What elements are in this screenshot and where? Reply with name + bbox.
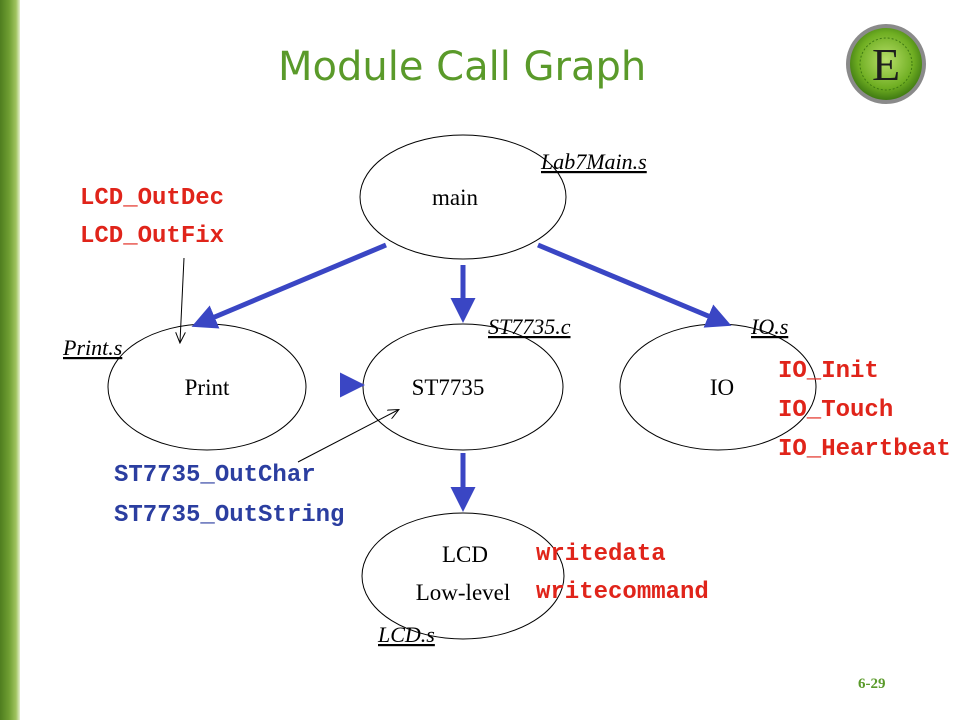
edge-main-to-print <box>191 242 387 329</box>
file-label-lcd: LCD.s <box>377 622 435 647</box>
file-label-main: Lab7Main.s <box>540 149 647 174</box>
pointer-print-functions <box>180 257 184 342</box>
node-main-label: main <box>432 185 478 210</box>
node-io-label: IO <box>710 375 734 400</box>
node-lcd <box>361 512 565 640</box>
function-st7735-2: ST7735_OutString <box>114 502 344 529</box>
left-accent-bar <box>0 0 20 720</box>
edge-main-to-io <box>537 242 732 328</box>
function-io-2: IO_Touch <box>778 397 893 424</box>
node-print-label: Print <box>185 375 230 400</box>
node-main <box>359 134 567 260</box>
file-label-print: Print.s <box>62 335 122 360</box>
pointer-st7735-functions <box>297 410 398 463</box>
slide-page-number: 6-29 <box>858 676 886 692</box>
function-st7735-1: ST7735_OutChar <box>114 462 316 489</box>
node-lcd-label-line2: Low-level <box>416 580 511 605</box>
file-label-io: IO.s <box>750 314 788 339</box>
node-st7735-label: ST7735 <box>412 375 485 400</box>
slide-title: Module Call Graph <box>278 44 647 90</box>
file-label-st7735: ST7735.c <box>488 314 571 339</box>
function-io-3: IO_Heartbeat <box>778 436 951 463</box>
e-seal-logo-icon: E <box>846 24 926 104</box>
function-print-2: LCD_OutFix <box>80 223 224 250</box>
function-lcd-2: writecommand <box>536 579 709 606</box>
function-print-1: LCD_OutDec <box>80 185 224 212</box>
node-lcd-label-line1: LCD <box>442 542 488 567</box>
function-lcd-1: writedata <box>536 541 666 568</box>
logo-letter: E <box>872 39 900 90</box>
function-io-1: IO_Init <box>778 358 879 385</box>
